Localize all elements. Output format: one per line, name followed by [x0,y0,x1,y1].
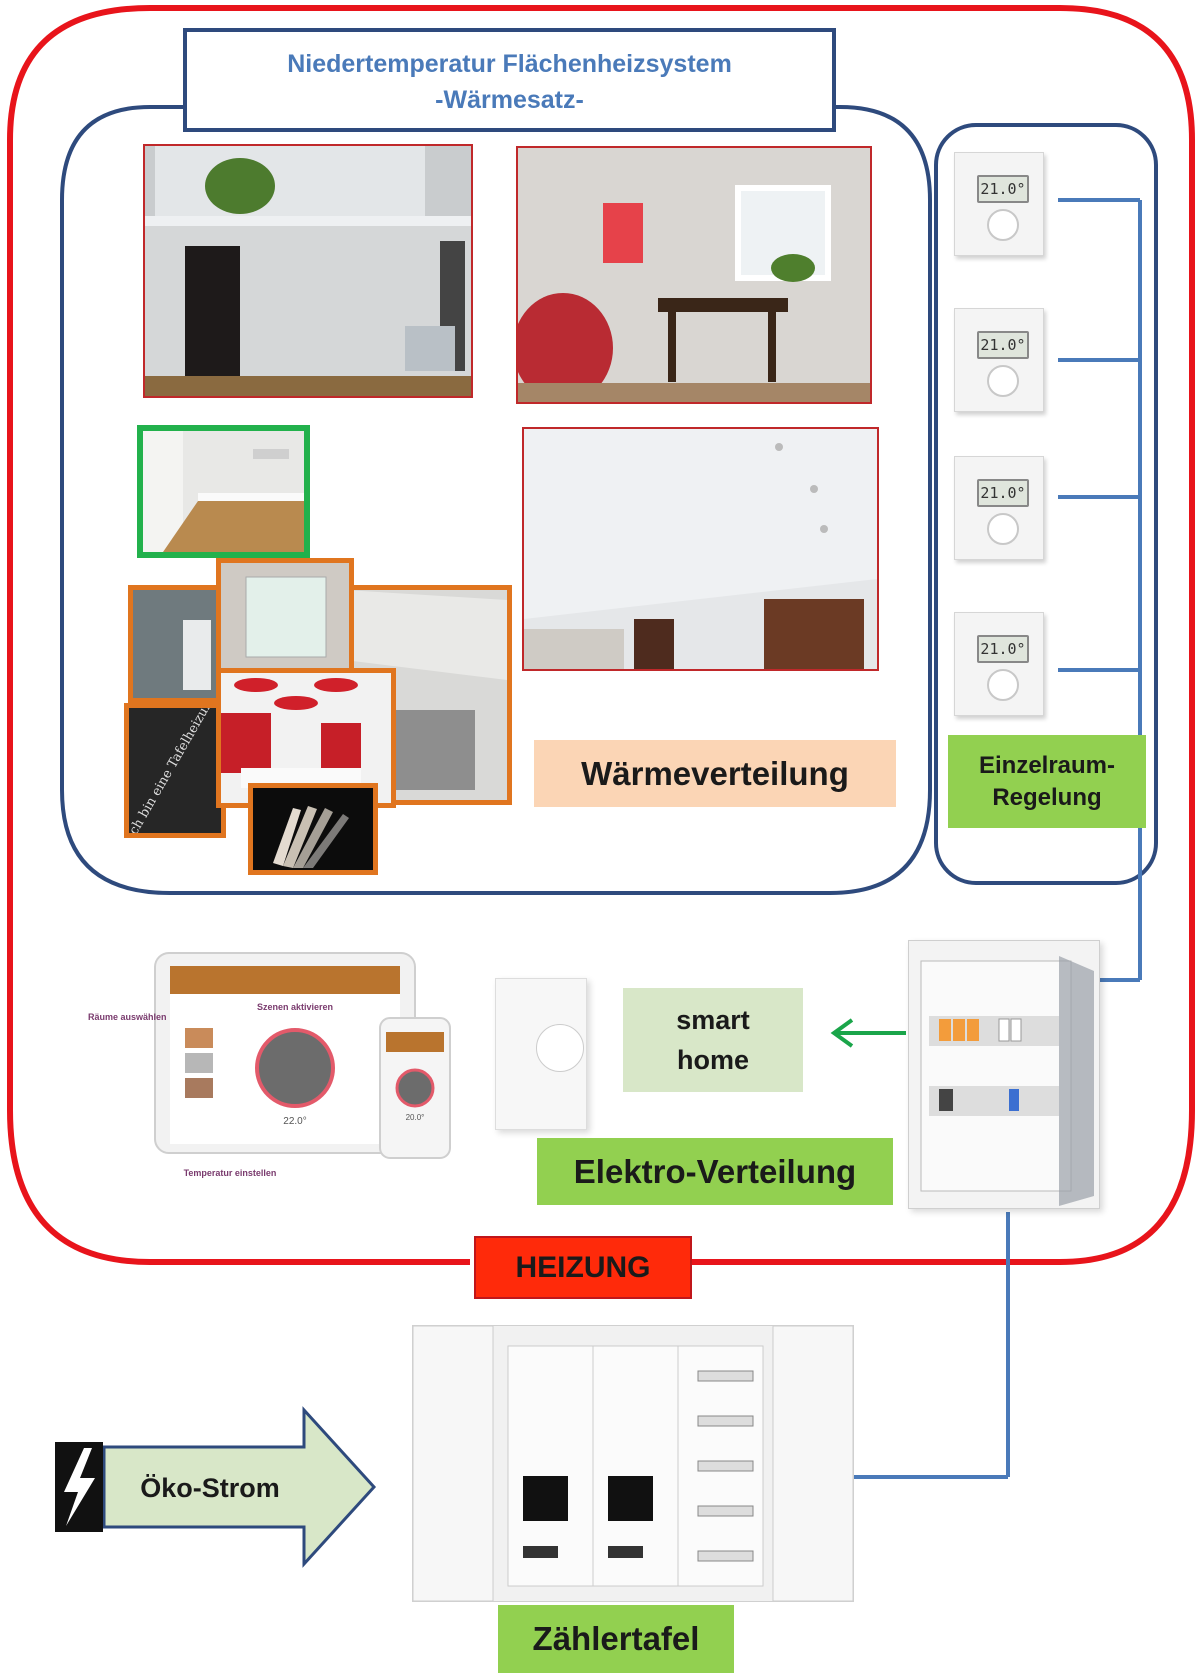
smart-home-line1: smart [676,1005,750,1035]
photo-ceiling-heating [522,427,879,671]
tablet-rooms-label: Räume auswählen [88,1012,167,1022]
phone-temp-value: 20.0° [406,1113,425,1122]
tablet-app-image: Räume auswählen Szenen aktivieren 22.0° … [88,952,451,1178]
zaehlertafel-image [412,1325,854,1602]
thermostat-4: 21.0° [954,612,1044,716]
heizung-boundary [7,5,1195,1265]
elektro-cabinet-image [920,956,1094,1206]
gateway-button-icon [536,1024,584,1072]
smart-app-devices: Räume auswählen Szenen aktivieren 22.0° … [80,948,460,1183]
thermostat-3: 21.0° [954,456,1044,560]
photo-skirting-heating [137,425,310,558]
photo-red-ceiling-panels [216,668,396,808]
smart-home-line2: home [676,1045,749,1075]
tablet-temp-label: Temperatur einstellen [184,1168,277,1178]
smart-home-label: smart home [623,988,803,1092]
title-line1: Niedertemperatur Flächenheizsystem [287,50,732,78]
waermeverteilung-group [60,105,932,895]
skirting-image [143,431,304,552]
photo-bathroom-heater [128,585,228,703]
thermostat-2-knob [987,365,1019,397]
elektro-verteilung-label: Elektro-Verteilung [537,1138,893,1205]
elektro-verteilung-cabinet [908,940,1100,1209]
waermeverteilung-label: Wärmeverteilung [534,740,896,807]
photo-square-panel [216,558,354,676]
window-room-image [145,146,471,396]
zaehlertafel-cabinet [412,1325,854,1602]
thermostat-1: 21.0° [954,152,1044,256]
einzelraum-line2: Regelung [992,783,1102,811]
thermostat-4-display: 21.0° [977,635,1029,663]
thermostat-3-knob [987,513,1019,545]
title-line2: -Wärmesatz- [435,86,584,114]
thermostat-2-display: 21.0° [977,331,1029,359]
oeko-strom-arrow [102,1406,377,1568]
thermostat-3-display: 21.0° [977,479,1029,507]
color-samples-image [253,788,373,870]
square-panel-image [221,563,349,671]
zaehlertafel-label: Zählertafel [498,1605,734,1673]
tablet-temp-value: 22.0° [283,1116,306,1127]
heizung-label: HEIZUNG [474,1236,692,1299]
thermostat-2: 21.0° [954,308,1044,412]
regelung-group [934,123,1158,885]
dining-room-image [518,148,870,402]
title-box: Niedertemperatur Flächenheizsystem -Wärm… [183,28,836,132]
photo-color-samples [248,783,378,875]
smart-home-arrow [830,1018,906,1048]
thermostat-1-display: 21.0° [977,175,1029,203]
photo-chalkboard-heater: Ich bin eine Tafelheizung [124,703,226,838]
thermostat-4-knob [987,669,1019,701]
bathroom-image [133,590,223,698]
lightning-icon [55,1442,103,1532]
thermostat-1-knob [987,209,1019,241]
einzelraum-line1: Einzelraum- [978,751,1116,779]
oeko-strom-label: Öko-Strom [140,1472,280,1503]
photo-window-room [143,144,473,398]
photo-dining-room [516,146,872,404]
tablet-scenes-label: Szenen aktivieren [257,1002,333,1012]
ceiling-image [524,429,877,669]
einzelraum-regelung-label: Einzelraum- Regelung [948,735,1146,828]
thermostat-bus [848,198,1142,1479]
smart-home-gateway [495,978,587,1130]
chalkboard-image: Ich bin eine Tafelheizung [129,708,221,833]
